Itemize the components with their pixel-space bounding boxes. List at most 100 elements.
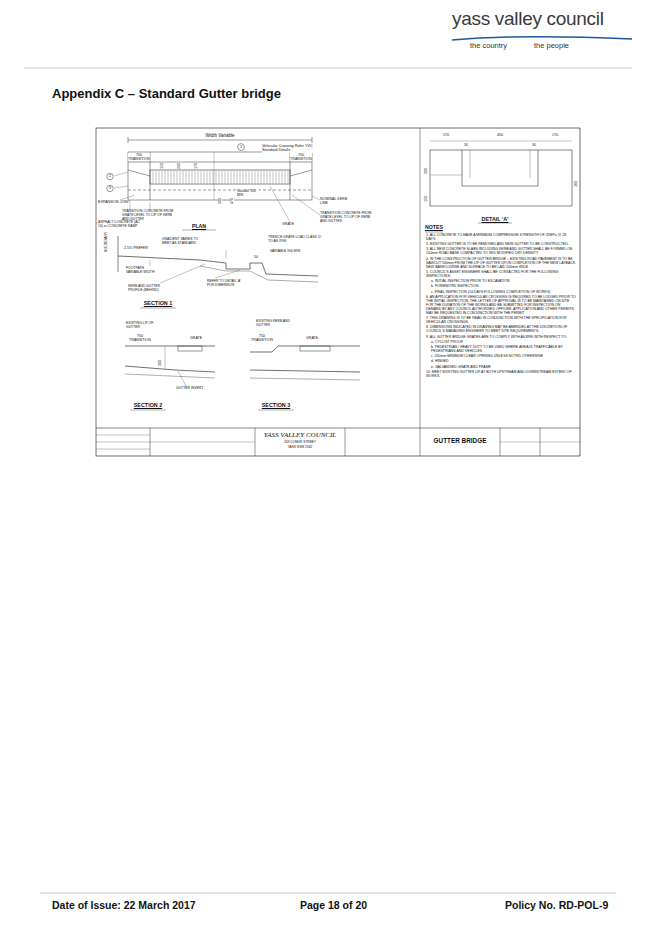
drawing-label: 170 bbox=[194, 163, 198, 169]
view-heading: SECTION 3 bbox=[262, 402, 290, 408]
grate-hatch bbox=[153, 171, 154, 183]
drawing-label: BOUNDARY bbox=[104, 232, 108, 252]
drawing-label: 170 bbox=[443, 133, 449, 137]
grate-hatch bbox=[192, 171, 193, 183]
logo-tagline: the country bbox=[470, 42, 507, 51]
drawing-label: Vehicular Crossing Refer YVC Standard De… bbox=[262, 144, 324, 153]
note-text: 6. AN APPLICATION FOR VEHICULAR CROSSING… bbox=[426, 295, 576, 315]
grate-hatch bbox=[165, 171, 166, 183]
drawing-line bbox=[478, 223, 512, 224]
note-text: e. GALVANISED GRATE AND FRAME bbox=[431, 365, 576, 369]
drawing-label: NOMINAL KERB LINE bbox=[320, 197, 354, 205]
grate-hatch bbox=[156, 171, 157, 183]
callout-number: 2 bbox=[109, 174, 111, 178]
grate-hatch bbox=[174, 171, 175, 183]
grate-hatch bbox=[183, 171, 184, 183]
title-block-text: YASS VALLEY COUNCIL bbox=[264, 431, 337, 439]
note-text: a. CYCLIST PROOF bbox=[431, 340, 576, 344]
drawing-line bbox=[250, 370, 360, 372]
note-text: 2. EXISTING GUTTER IS TO BE REMOVED AND … bbox=[426, 242, 576, 246]
drawing-line bbox=[215, 270, 240, 278]
note-text: 1. ALL CONCRETE TO HAVE A MINIMUM COMPRE… bbox=[426, 233, 576, 241]
drawing-line bbox=[430, 141, 572, 142]
grate-hatch bbox=[225, 171, 226, 183]
drawing-label: Width Variable bbox=[206, 133, 235, 138]
grate-hatch bbox=[186, 171, 187, 183]
drawing-line bbox=[312, 137, 313, 143]
note-text: c. FINAL INSPECTION (24 DAYS FOLLOWING C… bbox=[431, 290, 576, 294]
grate-hatch bbox=[210, 171, 211, 183]
gutter-bridge-drawing bbox=[96, 128, 580, 456]
appendix-heading: Appendix C – Standard Gutter bridge bbox=[52, 86, 281, 101]
grate-hatch bbox=[249, 171, 250, 183]
grate-hatch bbox=[168, 171, 169, 183]
grate-hatch bbox=[177, 171, 178, 183]
drawing-label: 170 bbox=[552, 133, 558, 137]
drawing-line bbox=[96, 442, 150, 443]
note-text: 4. IN THE CONSTRUCTION OF GUTTER BRIDGE … bbox=[426, 257, 576, 269]
drawing-label: VARIABLE 900 MIN bbox=[270, 250, 306, 254]
drawing-line bbox=[160, 264, 205, 283]
note-text: a. INITIAL INSPECTION PRIOR TO EXCAVATIO… bbox=[431, 279, 576, 283]
drawing-line bbox=[178, 346, 202, 351]
note-text: 8. DIMENSIONS INDICATED IN DRAWING MAY B… bbox=[426, 325, 576, 333]
drawing-line bbox=[530, 150, 531, 178]
drawing-line bbox=[128, 190, 312, 191]
note-text: 5. COUNCIL'S ASSET ENGINEER SHALL BE CON… bbox=[426, 270, 576, 278]
drawing-label: TRANSITION CONCRETE FROM GRATE LEVEL TO … bbox=[122, 210, 178, 222]
drawing-label: GRADIENT VARIES TO MEET AS STANDARD bbox=[162, 238, 208, 246]
drawing-line bbox=[107, 185, 113, 191]
drawing-label: KERB AND GUTTER PROFILE (BEHIND) bbox=[128, 285, 168, 293]
title-block-text: YASS NSW 2582 bbox=[288, 446, 313, 450]
drawing-line bbox=[226, 250, 227, 258]
note-text: b. PEDESTRIAN / HEAVY DUTY TO BE USED WH… bbox=[431, 345, 576, 353]
note-text: 3. ALL NEW CONCRETE SLABS INCLUDING KERB… bbox=[426, 247, 576, 255]
drawing-line bbox=[40, 893, 616, 894]
grate-hatch bbox=[222, 171, 223, 183]
drawing-line bbox=[165, 347, 166, 369]
logo-tagline: the people bbox=[534, 42, 569, 51]
view-heading: DETAIL 'A' bbox=[482, 216, 509, 222]
drawing-line bbox=[462, 150, 538, 186]
view-heading: SECTION 2 bbox=[134, 402, 162, 408]
drawing-line bbox=[128, 152, 312, 200]
footer-text: Page 18 of 20 bbox=[300, 899, 367, 911]
drawing-line bbox=[290, 170, 312, 176]
drawing-line bbox=[125, 366, 215, 372]
note-text: b. FORMWORK INSPECTION bbox=[431, 284, 576, 288]
drawing-label: TRENCH GRATE LOAD CLASS 'D' TO AS 3996 bbox=[268, 236, 324, 244]
callout-number: 3 bbox=[109, 186, 111, 190]
drawing-label: 750 TRANSITION bbox=[250, 334, 274, 342]
drawing-label: GRATE bbox=[190, 336, 202, 340]
grate-hatch bbox=[246, 171, 247, 183]
drawing-label: EXISTING LIP OF GUTTER bbox=[126, 322, 166, 330]
drawing-line bbox=[425, 232, 443, 233]
drawing-line bbox=[96, 128, 580, 456]
note-text: 10. MEET EXISTING GUTTER LIP AT BOTH UPS… bbox=[426, 370, 576, 378]
header-rule bbox=[24, 37, 632, 893]
grate-hatch bbox=[282, 171, 283, 183]
drawing-line bbox=[118, 236, 119, 272]
drawing-label: 200 bbox=[424, 168, 428, 174]
drawing-label: EXISTING KERB AND GUTTER bbox=[256, 320, 300, 328]
drawing-label: EXPANSION JOINT bbox=[98, 200, 130, 204]
note-text: c. 450mm MINIMUM CLEAR OPENING UNLESS NO… bbox=[431, 354, 576, 358]
drawing-line bbox=[270, 186, 290, 222]
drawing-label: ASPHALT CONCRETE (AC 10) or CONCRETE RAM… bbox=[98, 221, 142, 229]
drawing-line bbox=[130, 410, 166, 411]
drawing-line bbox=[96, 428, 580, 429]
footer-text: Policy No. RD-POL-9 bbox=[505, 899, 608, 911]
drawing-line bbox=[182, 230, 216, 231]
drawing-line bbox=[24, 68, 632, 69]
drawing-line bbox=[153, 171, 288, 183]
drawing-label: 2.5% PREFER bbox=[124, 246, 148, 250]
drawing-label: 750 TRANSITION bbox=[128, 334, 152, 342]
grate-hatch bbox=[162, 171, 163, 183]
drawing-line bbox=[345, 428, 346, 456]
callout-number: 1 bbox=[240, 145, 242, 150]
footer-text: Date of Issue: 22 March 2017 bbox=[52, 899, 196, 911]
drawing-label: 750 TRANSITION bbox=[290, 153, 312, 161]
drawing-label: TRANSITION CONCRETE FROM GRATE LEVEL TO … bbox=[320, 212, 376, 224]
drawing-line bbox=[452, 37, 632, 40]
